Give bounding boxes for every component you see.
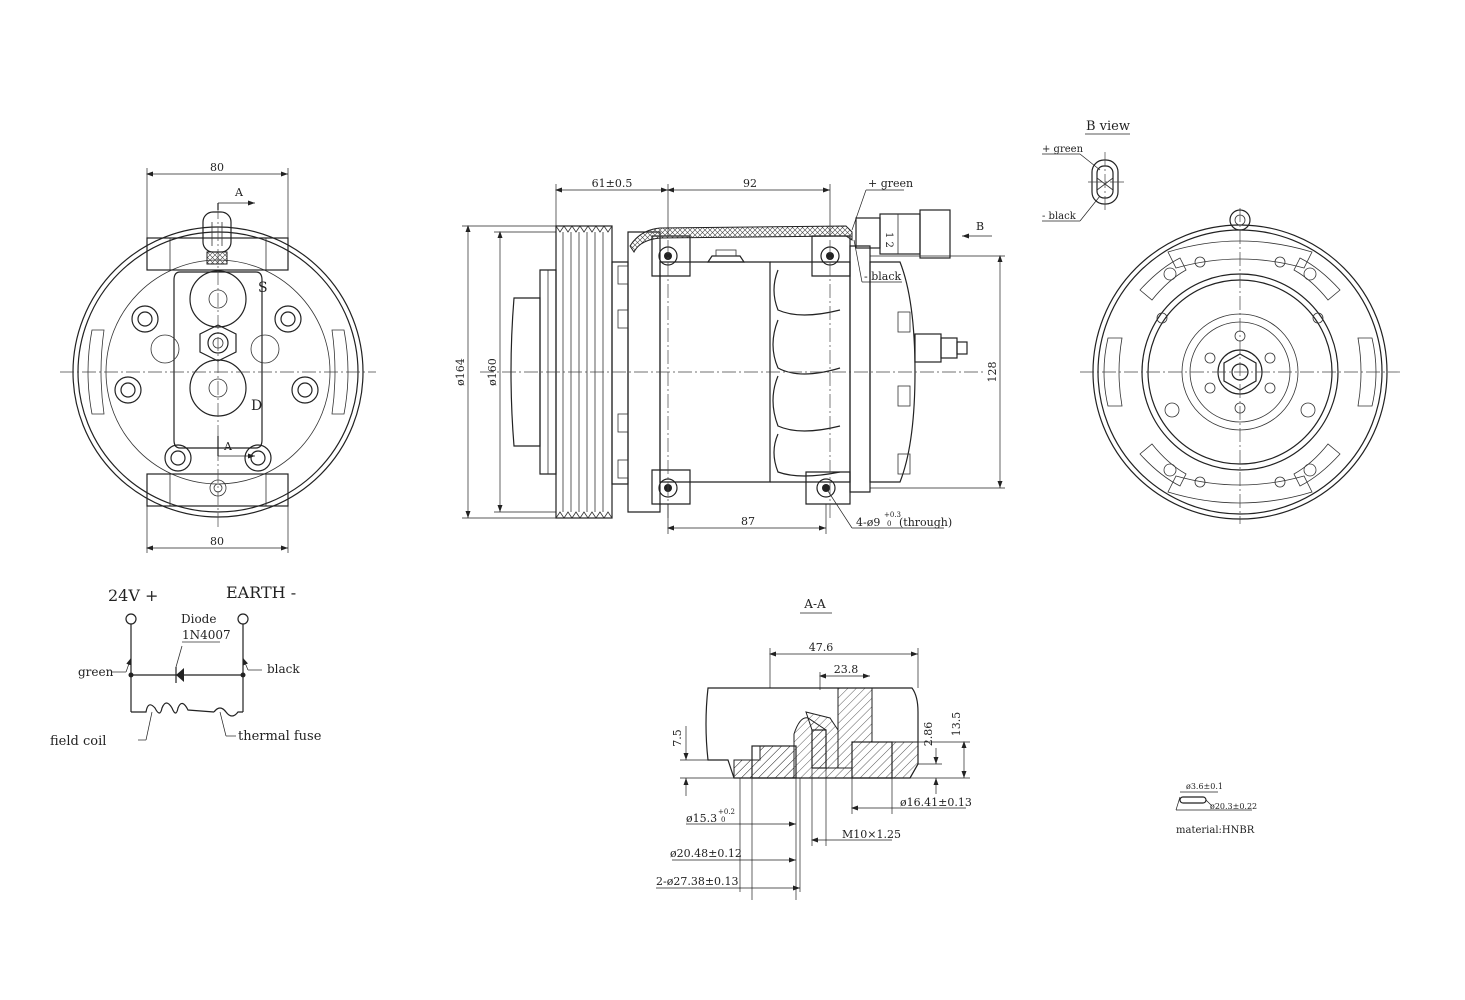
wiring-diagram: 24V + EARTH - Diode 1N4007 green black f… — [50, 583, 322, 749]
field-coil-label: field coil — [50, 734, 106, 749]
oring-material: material:HNBR — [1176, 825, 1255, 836]
holes-note-lower: 0 — [887, 520, 891, 528]
dim-13-5: 13.5 — [950, 712, 963, 737]
dim-128: 128 — [986, 362, 999, 383]
dim-dia164: ø164 — [454, 358, 467, 386]
dim-27-38: 2-ø27.38±0.13 — [656, 875, 739, 888]
dim-16-41: ø16.41±0.13 — [900, 796, 972, 809]
thermal-fuse-label: thermal fuse — [238, 729, 322, 744]
wire-black-label: - black — [864, 270, 901, 283]
dim-20-48: ø20.48±0.12 — [670, 847, 742, 860]
oring-inner-dia: ø20.3±0.22 — [1210, 802, 1257, 811]
dim-15-3-upper: +0.2 — [718, 808, 735, 816]
b-view-black: - black — [1042, 211, 1077, 222]
wire-green-label: + green — [868, 177, 913, 190]
front-dim-top: 80 — [210, 161, 224, 174]
thread-spec: M10×1.25 — [842, 828, 901, 841]
diode-label: Diode — [181, 612, 216, 626]
view-b-arrow-label: B — [976, 220, 984, 233]
dim-7-5: 7.5 — [671, 729, 684, 747]
dim-92: 92 — [743, 177, 757, 190]
b-view: B view + green - black — [1042, 119, 1130, 222]
section-title: A-A — [803, 597, 826, 611]
oring-detail: ø3.6±0.1 ø20.3±0.22 material:HNBR — [1175, 782, 1257, 836]
connector-pins: 1 2 — [883, 232, 894, 248]
dim-dia160: ø160 — [486, 358, 499, 386]
wiring-green: green — [78, 665, 114, 679]
side-view: 1 2 61±0.5 92 87 — [454, 177, 1005, 534]
b-view-green: + green — [1042, 144, 1084, 155]
dim-61: 61±0.5 — [592, 177, 633, 190]
dim-15-3: ø15.3 — [686, 812, 717, 825]
earth-label: EARTH - — [226, 583, 296, 602]
front-dim-bottom: 80 — [210, 535, 224, 548]
section-aa: A-A 47.6 23.8 7.5 2.86 13.5 — [656, 597, 972, 900]
dim-47-6: 47.6 — [809, 641, 834, 654]
section-mark-top: A — [234, 186, 244, 199]
front-view: 80 80 A A S D — [60, 161, 376, 553]
holes-note-upper: +0.3 — [884, 511, 901, 519]
holes-note-suffix: (through) — [899, 516, 952, 529]
wiring-black: black — [267, 662, 300, 676]
oring-cross-section: ø3.6±0.1 — [1186, 782, 1223, 791]
holes-note-prefix: 4-ø9 — [856, 516, 880, 529]
supply-label: 24V + — [108, 586, 158, 605]
suction-label: S — [258, 280, 268, 296]
dim-15-3-lower: 0 — [721, 816, 725, 824]
diode-part: 1N4007 — [182, 628, 231, 642]
dim-23-8: 23.8 — [834, 663, 859, 676]
dim-2-86: 2.86 — [922, 722, 935, 747]
section-mark-bottom: A — [223, 440, 233, 453]
discharge-label: D — [251, 398, 262, 414]
dim-87: 87 — [741, 515, 755, 528]
rear-view — [1080, 208, 1400, 524]
b-view-title: B view — [1086, 119, 1130, 134]
